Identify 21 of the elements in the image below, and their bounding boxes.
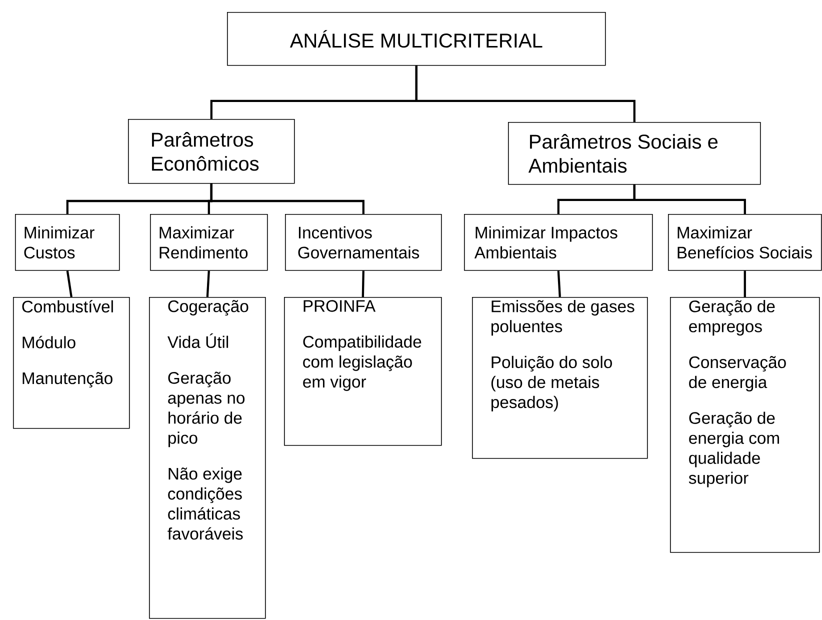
- connector-line: [66, 270, 72, 298]
- criterion-box: Minimizar Impactos Ambientais: [464, 214, 653, 271]
- item-list-box: Combustível Módulo Manutenção: [13, 297, 130, 429]
- criterion-box: Maximizar Benefícios Sociais: [668, 214, 822, 271]
- criterion-box: Incentivos Governamentais: [285, 214, 442, 271]
- connector-line: [744, 270, 746, 297]
- category-box: Parâmetros Econômicos: [128, 119, 295, 184]
- category-box: Parâmetros Sociais e Ambientais: [508, 122, 761, 185]
- connector-line: [362, 270, 364, 298]
- criterion-box: Minimizar Custos: [15, 214, 120, 271]
- item-list-box: Cogeração Vida Útil Geração apenas no horário de pico Não exige condições climáticas favoráveis: [149, 297, 266, 619]
- item-list-box: Geração de empregos Conservação de energia Geração de energia com qualidade superior: [670, 297, 820, 553]
- item-list-box: PROINFA Compatibilidade com legislação em vigor: [284, 297, 442, 446]
- connector-line: [415, 66, 636, 122]
- item-list-box: Emissões de gases poluentes Poluição do solo (uso de metais pesados): [472, 297, 648, 459]
- connector-line: [210, 184, 364, 214]
- connector-line: [633, 184, 746, 214]
- criterion-box: Maximizar Rendimento: [150, 214, 268, 271]
- connector-line: [206, 270, 210, 298]
- title-box: ANÁLISE MULTICRITERIAL: [227, 12, 606, 66]
- connector-line: [557, 270, 561, 298]
